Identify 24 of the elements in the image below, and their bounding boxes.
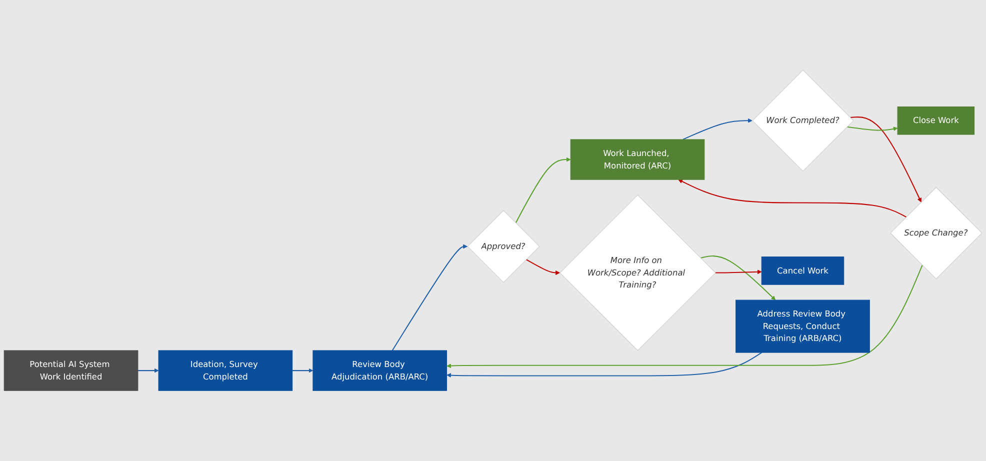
node-box: Ideation, Survey Completed: [158, 350, 293, 392]
node-box: Review Body Adjudication (ARB/ARC): [312, 350, 448, 392]
node-diamond: Scope Change?: [890, 187, 982, 280]
node-diamond: Work Completed?: [752, 70, 854, 172]
node-box: Cancel Work: [761, 256, 844, 285]
arrow: [682, 118, 752, 140]
arrow: [446, 352, 762, 378]
node-box: Potential AI System Work Identified: [4, 350, 138, 392]
arrow: [678, 180, 907, 218]
arrow: [700, 256, 776, 300]
node-diamond: More Info on Work/Scope? Additional Training?: [560, 194, 716, 351]
node-box: Work Launched, Monitored (ARC): [570, 139, 705, 180]
arrow: [526, 259, 560, 276]
arrow: [292, 368, 314, 373]
arrow: [515, 157, 571, 224]
node-box: Address Review Body Requests, Conduct Training (ARB/ARC): [736, 300, 870, 353]
arrow: [850, 116, 922, 202]
arrow: [392, 244, 468, 351]
node-box: Close Work: [897, 106, 975, 135]
arrow: [446, 265, 923, 368]
arrow: [715, 270, 762, 274]
arrow: [138, 368, 159, 373]
arrow: [846, 126, 898, 132]
node-diamond: Approved?: [467, 210, 540, 283]
